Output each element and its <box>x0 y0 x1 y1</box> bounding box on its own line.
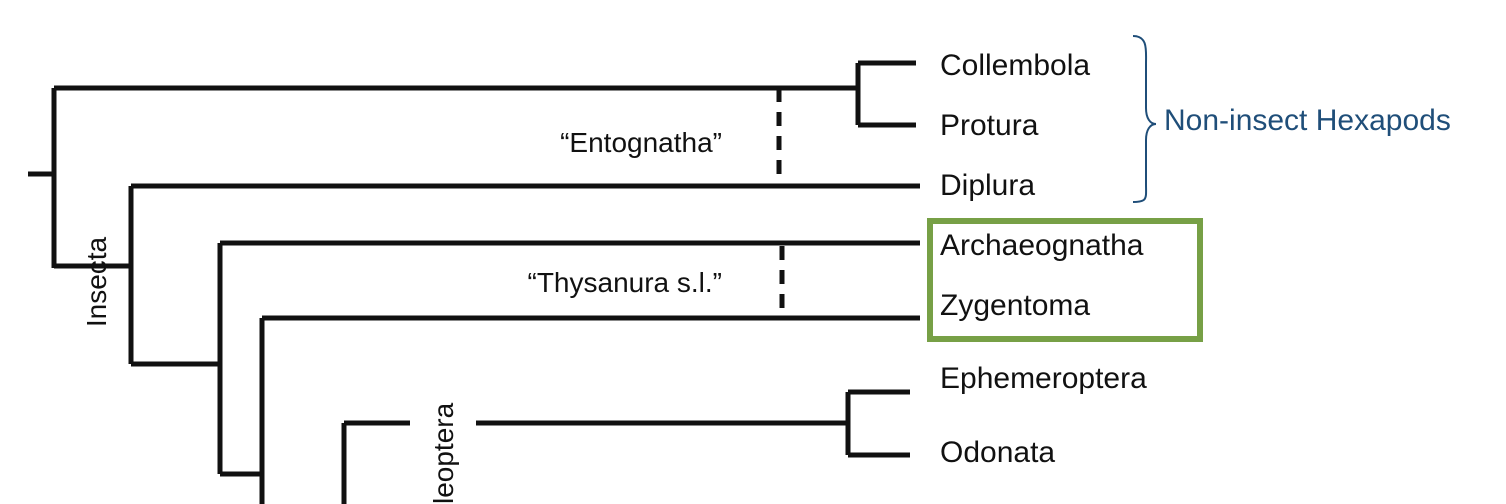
label-diplura: Diplura <box>940 169 1035 202</box>
label-protura: Protura <box>940 109 1039 142</box>
label-palaeoptera: leoptera <box>428 402 459 504</box>
label-archaeognatha: Archaeognatha <box>940 229 1144 262</box>
label-non-insect-hexapods: Non-insect Hexapods <box>1164 104 1451 137</box>
label-odonata: Odonata <box>940 436 1055 469</box>
label-insecta: Insecta <box>81 236 112 327</box>
label-zygentoma: Zygentoma <box>940 289 1090 322</box>
label-collembola: Collembola <box>940 49 1090 82</box>
label-ephemeroptera: Ephemeroptera <box>940 362 1147 395</box>
non-insect-hexapods-brace <box>1132 35 1157 203</box>
highlight-box <box>927 218 1203 342</box>
label-thysanura: “Thysanura s.l.” <box>528 267 723 298</box>
label-entognatha: “Entognatha” <box>560 127 722 158</box>
